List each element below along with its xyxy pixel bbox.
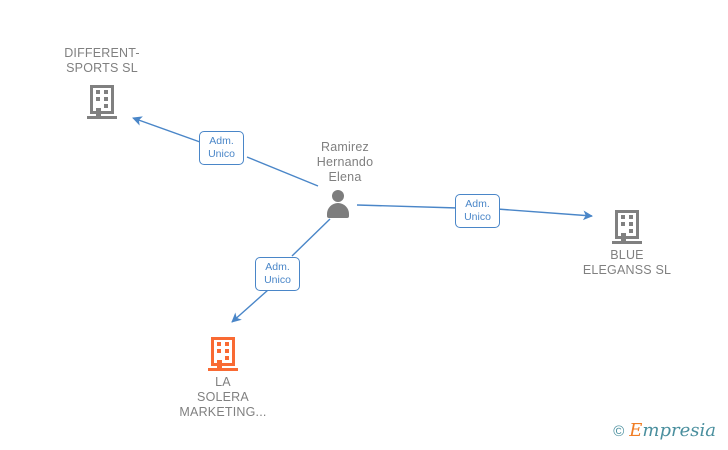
building-body: [615, 210, 639, 239]
building-window: [629, 215, 633, 219]
building-door: [621, 233, 626, 241]
building-window: [629, 229, 633, 233]
building-window: [225, 356, 229, 360]
edge-label-adm-unico-different-sports[interactable]: Adm. Unico: [199, 131, 244, 165]
building-base: [87, 116, 117, 119]
edge-line-blue-eleganss-tail: [356, 204, 459, 209]
building-window: [629, 222, 633, 226]
building-door: [96, 108, 101, 116]
node-label-la-solera-marketing: LA SOLERA MARKETING...: [179, 375, 267, 419]
building-window: [225, 342, 229, 346]
edge-label-adm-unico-la-solera[interactable]: Adm. Unico: [255, 257, 300, 291]
edge-line-different-sports-tail: [246, 156, 319, 187]
building-window: [96, 97, 100, 101]
building-body: [90, 85, 114, 114]
building-window: [621, 222, 625, 226]
building-body: [211, 337, 235, 366]
watermark-brand: Empresia: [629, 422, 716, 440]
building-window: [104, 97, 108, 101]
watermark: © Empresia: [613, 422, 716, 440]
copyright-icon: ©: [613, 422, 625, 440]
building-icon: [612, 210, 642, 244]
building-window: [217, 342, 221, 346]
edge-label-adm-unico-blue-eleganss[interactable]: Adm. Unico: [455, 194, 500, 228]
edge-line-blue-eleganss-head: [496, 208, 593, 221]
watermark-rest-text: mpresia: [642, 420, 716, 441]
building-door: [217, 360, 222, 368]
building-window: [104, 104, 108, 108]
edge-line-different-sports-head: [132, 116, 201, 143]
node-label-ramirez-hernando-elena: Ramirez Hernando Elena: [316, 140, 374, 184]
building-window: [217, 349, 221, 353]
watermark-lead-letter: E: [629, 420, 643, 441]
node-label-different-sports: DIFFERENT- SPORTS SL: [64, 46, 140, 75]
building-icon: [87, 85, 117, 119]
edge-line-la-solera-tail: [291, 218, 331, 257]
person-body: [327, 203, 349, 218]
building-base: [208, 368, 238, 371]
building-icon: [208, 337, 238, 371]
building-window: [104, 90, 108, 94]
building-base: [612, 241, 642, 244]
building-window: [621, 215, 625, 219]
person-icon: [324, 190, 352, 220]
building-window: [225, 349, 229, 353]
building-window: [96, 90, 100, 94]
node-label-blue-eleganss: BLUE ELEGANSS SL: [582, 248, 672, 277]
person-head: [332, 190, 344, 202]
edge-line-la-solera-head: [231, 289, 269, 323]
